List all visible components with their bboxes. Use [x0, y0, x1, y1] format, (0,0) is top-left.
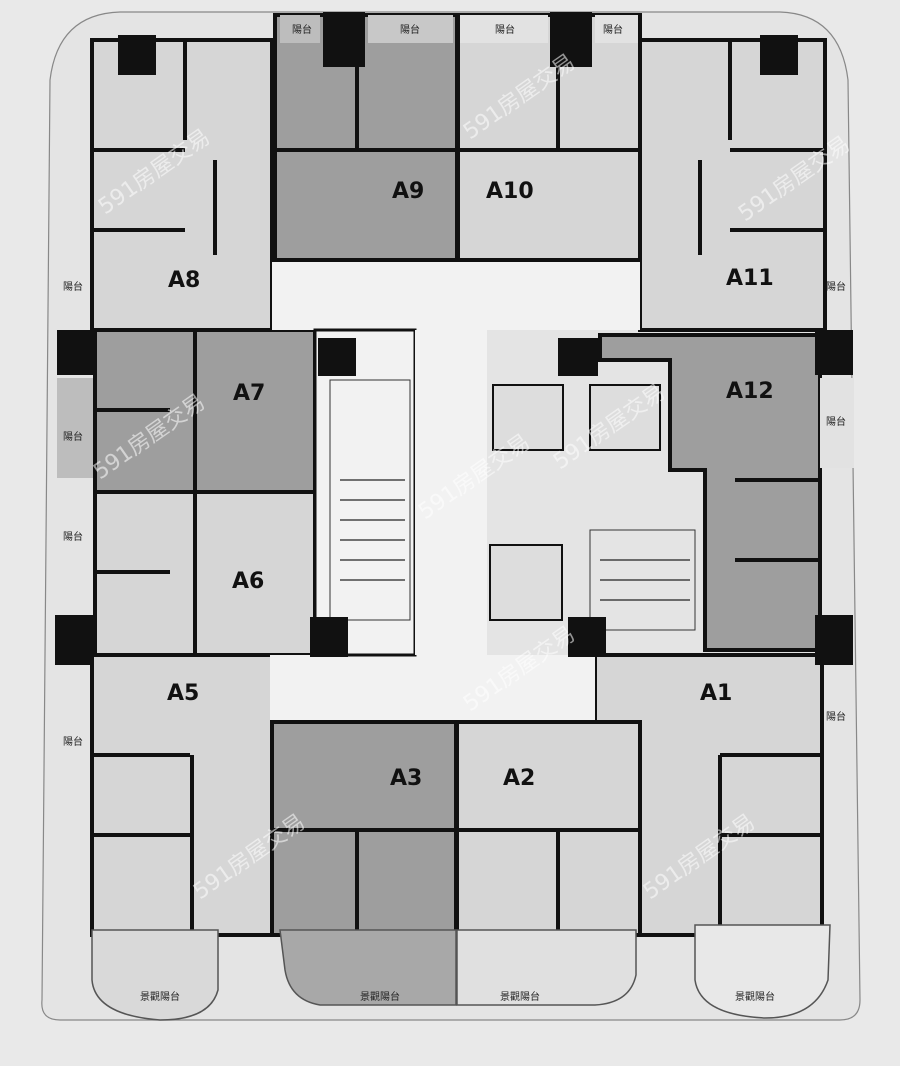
balcony-a10-left	[460, 15, 548, 43]
balcony-label: 陽台	[495, 23, 515, 36]
unit-label-A8: A8	[168, 268, 200, 293]
balcony-a12	[820, 378, 854, 468]
balcony-label: 陽台	[63, 530, 83, 543]
view-balcony-label: 景觀陽台	[735, 990, 775, 1003]
view-balcony-label: 景觀陽台	[140, 990, 180, 1003]
view-balcony-a2	[456, 929, 637, 1006]
balcony-label: 陽台	[63, 430, 83, 443]
balcony-a10-right	[595, 15, 638, 43]
unit-A10[interactable]	[456, 13, 642, 262]
unit-label-A5: A5	[167, 681, 199, 706]
unit-label-A6: A6	[232, 569, 264, 594]
view-balcony-a5	[91, 929, 219, 1021]
balcony-label: 陽台	[63, 280, 83, 293]
unit-A9[interactable]	[273, 13, 459, 262]
view-balcony-a3	[279, 929, 457, 1006]
unit-label-A11: A11	[726, 266, 774, 291]
unit-label-A2: A2	[503, 766, 535, 791]
stairs-right	[589, 529, 696, 631]
balcony-a9-right	[368, 15, 453, 43]
elevator-1	[492, 384, 564, 451]
balcony-label: 陽台	[826, 280, 846, 293]
elevator-3	[489, 544, 563, 621]
balcony-label: 陽台	[826, 710, 846, 723]
balcony-label: 陽台	[292, 23, 312, 36]
interior-walls	[92, 15, 825, 935]
view-balcony-a1	[694, 924, 831, 1019]
view-balcony-label: 景觀陽台	[360, 990, 400, 1003]
view-balcony-label: 景觀陽台	[500, 990, 540, 1003]
unit-label-A9: A9	[392, 179, 424, 204]
balcony-label: 陽台	[63, 735, 83, 748]
balcony-label: 陽台	[400, 23, 420, 36]
balcony-a9-left	[280, 15, 320, 43]
unit-label-A7: A7	[233, 381, 265, 406]
unit-A11[interactable]	[638, 38, 827, 332]
elevator-2	[589, 384, 661, 451]
unit-A8[interactable]	[90, 38, 274, 332]
stairs-left	[329, 379, 411, 621]
unit-label-A10: A10	[486, 179, 534, 204]
unit-label-A12: A12	[726, 379, 774, 404]
balcony-label: 陽台	[826, 415, 846, 428]
balcony-a7	[57, 378, 93, 478]
core	[270, 262, 696, 720]
balcony-label: 陽台	[603, 23, 623, 36]
unit-label-A3: A3	[390, 766, 422, 791]
unit-label-A1: A1	[700, 681, 732, 706]
